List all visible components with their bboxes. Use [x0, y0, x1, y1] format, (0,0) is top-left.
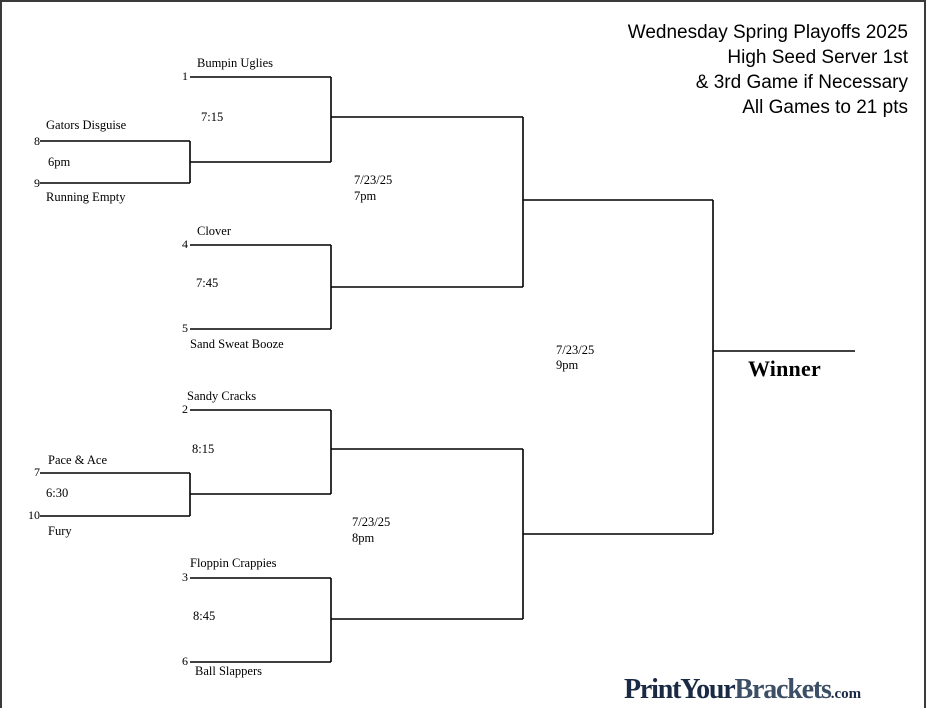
final: [523, 199, 855, 535]
brand-part-1: PrintYour: [624, 674, 736, 705]
brand-part-3: .com: [830, 686, 862, 702]
team-name-seed-7: Pace & Ace: [48, 453, 107, 467]
brand-logo: PrintYourBrackets.com: [624, 674, 861, 706]
seed-8: 8: [34, 134, 40, 148]
bracket-title: Wednesday Spring Playoffs 2025 High Seed…: [628, 20, 908, 120]
title-line-4: All Games to 21 pts: [742, 97, 908, 118]
title-line-2: High Seed Server 1st: [727, 47, 908, 68]
seed-7: 7: [34, 465, 40, 479]
time-game-3-6: 8:45: [193, 609, 215, 623]
seed-4: 4: [182, 237, 188, 251]
team-name-seed-8: Gators Disguise: [46, 118, 127, 132]
qf-1: [190, 76, 332, 163]
team-name-seed-9: Running Empty: [46, 190, 126, 204]
time-game-4-5: 7:45: [196, 276, 218, 290]
semi-top: [331, 116, 524, 288]
final-date: 7/23/25: [556, 343, 594, 357]
semi-top-time: 7pm: [354, 189, 377, 203]
title-line-3: & 3rd Game if Necessary: [695, 72, 908, 93]
semi-top-date: 7/23/25: [354, 173, 392, 187]
time-game-2: 8:15: [192, 442, 214, 456]
team-name-seed-2: Sandy Cracks: [187, 389, 256, 403]
semi-bottom-date: 7/23/25: [352, 515, 390, 529]
qf-2: [190, 409, 332, 495]
time-game-8-9: 6pm: [48, 155, 71, 169]
time-game-7-10: 6:30: [46, 486, 68, 500]
title-line-1: Wednesday Spring Playoffs 2025: [627, 22, 908, 43]
seed-2: 2: [182, 402, 188, 416]
team-name-seed-3: Floppin Crappies: [190, 556, 277, 570]
seed-10: 10: [28, 508, 40, 522]
winner-label: Winner: [748, 356, 821, 381]
seed-9: 9: [34, 176, 40, 190]
seed-6: 6: [182, 654, 188, 668]
team-name-seed-5: Sand Sweat Booze: [190, 337, 284, 351]
seed-5: 5: [182, 321, 188, 335]
brand-part-2: Brackets: [734, 674, 832, 705]
team-name-seed-6: Ball Slappers: [195, 664, 262, 678]
seed-3: 3: [182, 570, 188, 584]
semi-bottom-time: 8pm: [352, 531, 375, 545]
seed-1: 1: [182, 69, 188, 83]
time-game-1: 7:15: [201, 110, 223, 124]
qf-3-6: [190, 577, 332, 663]
team-name-seed-10: Fury: [48, 524, 72, 538]
team-name-seed-4: Clover: [197, 224, 232, 238]
team-name-seed-1: Bumpin Uglies: [197, 56, 273, 70]
final-time: 9pm: [556, 358, 579, 372]
